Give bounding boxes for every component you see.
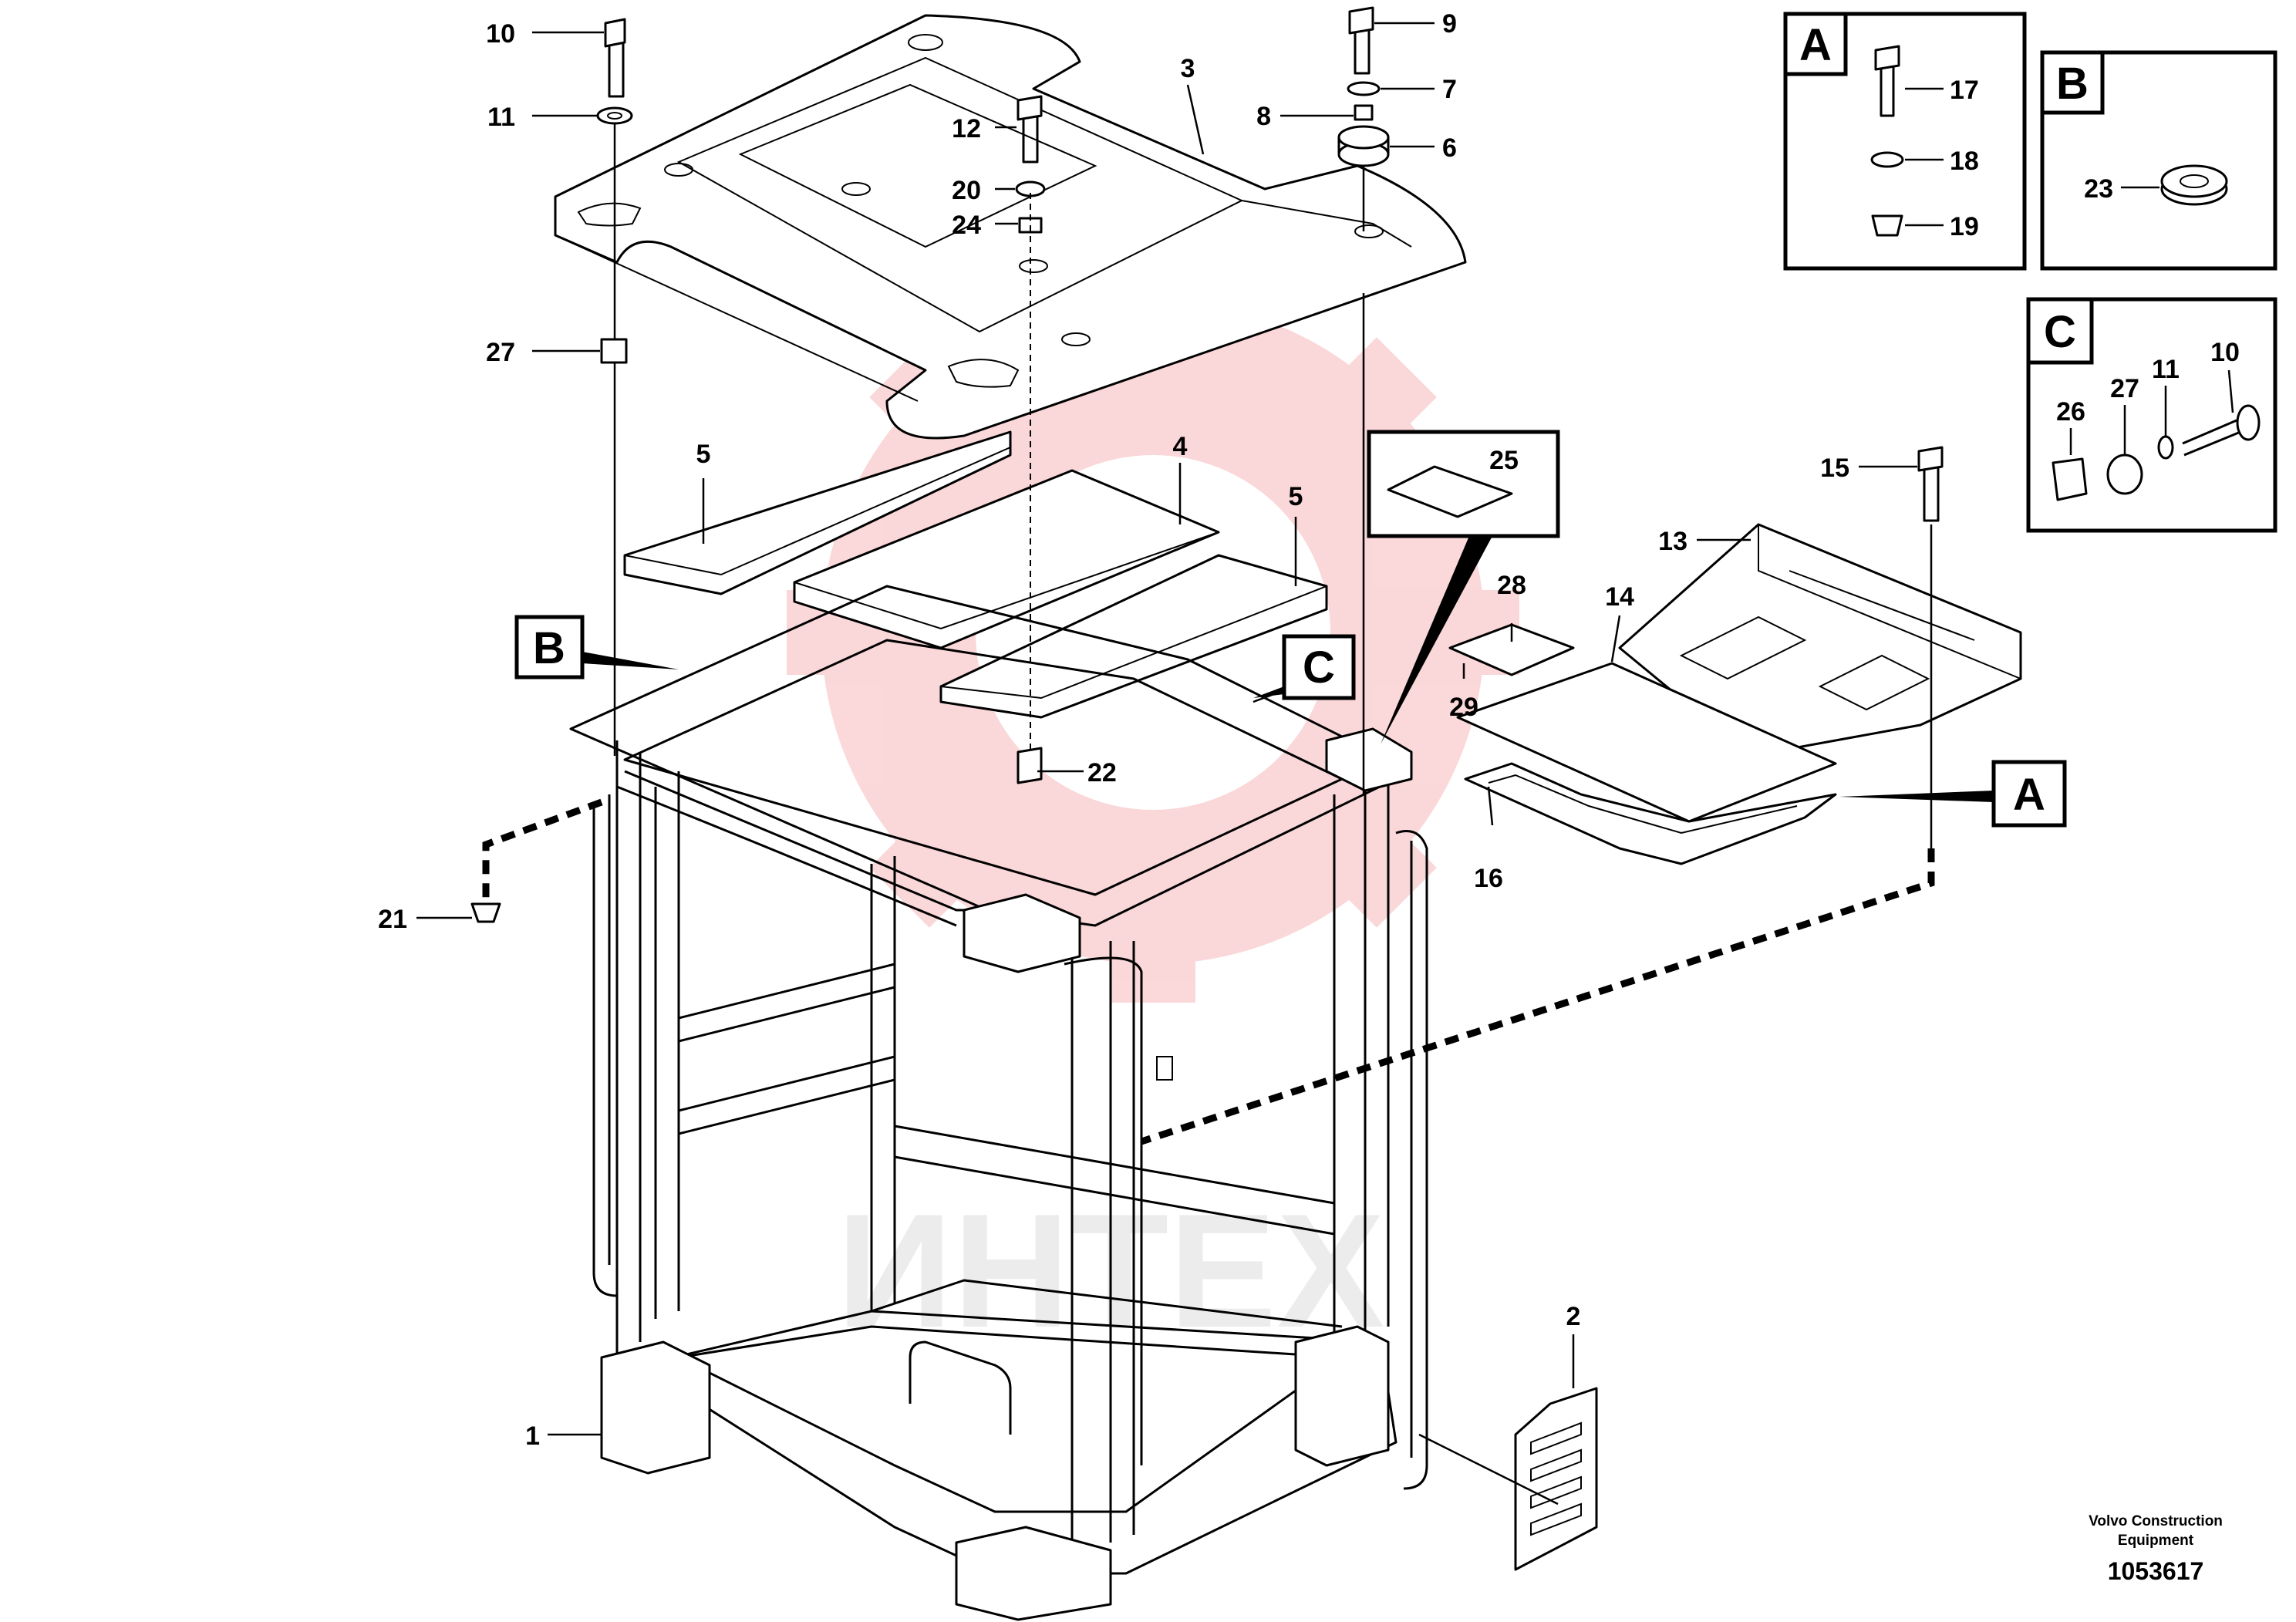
callout-4: 4 xyxy=(1173,432,1188,461)
roof-panel xyxy=(554,14,1467,440)
callout-5-right: 5 xyxy=(1289,482,1303,511)
plate-28 xyxy=(1448,623,1575,676)
nut-22 xyxy=(1017,747,1043,784)
svg-text:19: 19 xyxy=(1950,212,1979,241)
manufacturer-name-line2: Equipment xyxy=(2118,1533,2194,1549)
spacer-8 xyxy=(1354,104,1374,121)
insulation-mat-5-right xyxy=(939,554,1328,719)
washer-11 xyxy=(596,106,633,125)
callout-2: 2 xyxy=(1566,1302,1581,1331)
assembly-guide-lines xyxy=(482,123,1935,1145)
callout-20: 20 xyxy=(952,176,981,205)
washer-7 xyxy=(1347,81,1381,96)
manufacturer-name: Volvo Construction xyxy=(2089,1513,2223,1529)
callout-10: 10 xyxy=(486,19,515,49)
callout-5-left: 5 xyxy=(696,440,711,469)
callout-7: 7 xyxy=(1442,75,1457,104)
svg-text:17: 17 xyxy=(1950,76,1979,105)
callout-1: 1 xyxy=(525,1421,540,1451)
seal-frame-16 xyxy=(1464,762,1837,865)
svg-text:A: A xyxy=(2013,770,2045,820)
step-plate xyxy=(1514,1387,1598,1571)
callout-9: 9 xyxy=(1442,9,1457,39)
rubber-mount-6 xyxy=(1337,125,1390,167)
svg-text:C: C xyxy=(1303,642,1335,693)
bolt-9 xyxy=(1348,6,1374,75)
callout-28: 28 xyxy=(1497,571,1526,600)
svg-text:11: 11 xyxy=(2152,355,2180,384)
callout-22: 22 xyxy=(1087,758,1117,787)
detail-box-A: A 17 18 19 xyxy=(1783,12,2027,271)
callout-leaders xyxy=(416,22,1917,1506)
callout-6: 6 xyxy=(1442,133,1457,163)
pointer-25-to-mount xyxy=(1381,536,1492,744)
ref-arrow-C: C xyxy=(1253,634,1356,703)
insulation-mat-5-left xyxy=(623,430,1012,595)
callout-29: 29 xyxy=(1449,693,1478,722)
insulation-mat-4 xyxy=(793,469,1220,649)
svg-text:27: 27 xyxy=(2110,374,2139,403)
cab-frame xyxy=(569,585,1428,1621)
callout-14: 14 xyxy=(1605,582,1634,612)
callout-21: 21 xyxy=(378,905,407,934)
bolt-12 xyxy=(1017,95,1043,164)
detail-box-C: C 26 27 11 10 xyxy=(2026,297,2277,533)
part-25-insert xyxy=(1367,430,1560,538)
callout-11: 11 xyxy=(487,103,515,132)
callout-16: 16 xyxy=(1474,864,1503,893)
svg-text:26: 26 xyxy=(2056,397,2085,427)
svg-text:23: 23 xyxy=(2084,174,2113,204)
svg-text:A: A xyxy=(1799,20,1832,70)
callout-8: 8 xyxy=(1256,102,1271,131)
callout-25: 25 xyxy=(1489,446,1519,475)
callout-24: 24 xyxy=(952,211,981,240)
cover-plate-13 xyxy=(1618,523,2022,757)
bolt-10 xyxy=(604,18,626,98)
callout-15: 15 xyxy=(1820,454,1849,483)
ref-arrow-B: B xyxy=(514,615,679,679)
callout-27: 27 xyxy=(486,338,515,367)
document-number: 1053617 xyxy=(2108,1557,2204,1585)
callout-3: 3 xyxy=(1181,54,1195,83)
svg-text:B: B xyxy=(533,623,565,673)
callout-numbers: 10 11 27 12 20 24 3 8 9 7 6 5 4 5 25 22 … xyxy=(378,9,1849,1451)
svg-text:B: B xyxy=(2056,59,2089,109)
spacer-27 xyxy=(600,338,628,364)
floor-plate-14 xyxy=(1456,662,1837,823)
ref-arrow-A: A xyxy=(1839,760,2067,828)
detail-box-B: B 23 xyxy=(2040,50,2277,271)
bolt-15 xyxy=(1917,446,1944,522)
nut-21 xyxy=(470,902,501,923)
callout-13: 13 xyxy=(1658,527,1687,556)
callout-12: 12 xyxy=(952,114,981,143)
svg-text:C: C xyxy=(2044,307,2076,357)
svg-text:10: 10 xyxy=(2210,338,2240,367)
svg-text:18: 18 xyxy=(1950,147,1979,176)
